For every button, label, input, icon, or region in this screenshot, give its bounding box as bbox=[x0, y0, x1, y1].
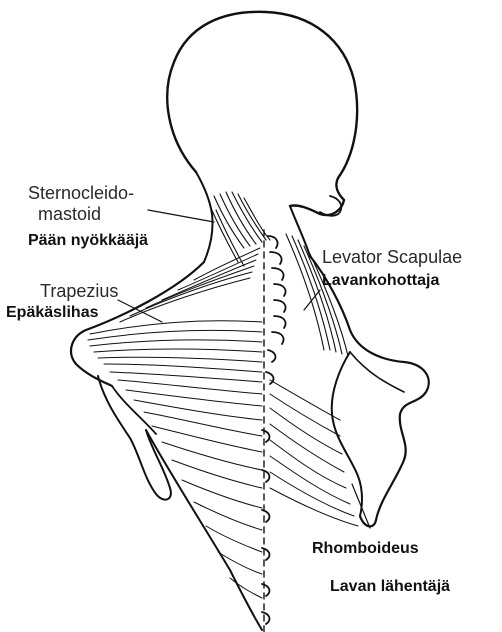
head-outline bbox=[167, 12, 357, 215]
label-paan-nyokkaaja: Pään nyökkääjä bbox=[28, 232, 148, 250]
neck-left-outline bbox=[196, 172, 213, 262]
label-levator-scapulae: Levator Scapulae bbox=[322, 248, 462, 268]
label-epakaslihas: Epäkäslihas bbox=[6, 304, 99, 322]
levator-scapulae-leader bbox=[304, 290, 320, 310]
ear-outline bbox=[320, 196, 341, 216]
label-lavankohottaja: Lavankohottaja bbox=[322, 272, 439, 290]
label-lavan-lahentaja: Lavan lähentäjä bbox=[330, 578, 450, 596]
spine bbox=[262, 230, 286, 632]
label-sternocleido-line1: Sternocleido- bbox=[28, 184, 134, 204]
right-scapula-spine bbox=[350, 352, 404, 392]
sternocleidomastoid-leader bbox=[148, 210, 214, 222]
sternocleidomastoid-muscle bbox=[210, 192, 270, 266]
trapezius-lower-outline bbox=[146, 430, 262, 630]
right-shoulder-outline bbox=[310, 256, 429, 526]
label-sternocleido-line2: mastoid bbox=[38, 205, 101, 225]
neck-right-outline bbox=[290, 206, 310, 256]
rhomboideus-muscle bbox=[270, 380, 358, 526]
label-trapezius: Trapezius bbox=[40, 282, 118, 302]
label-rhomboideus: Rhomboideus bbox=[312, 540, 419, 558]
